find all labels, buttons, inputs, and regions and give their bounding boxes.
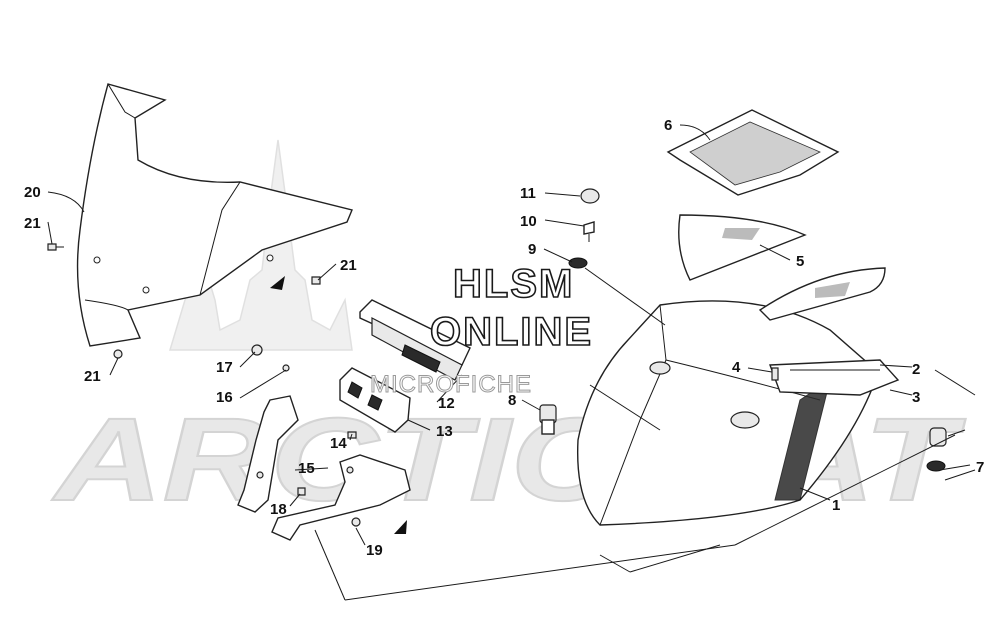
direction-arrow-icon bbox=[394, 520, 407, 534]
callout-4: 4 bbox=[732, 359, 741, 376]
callout-7: 7 bbox=[976, 459, 984, 476]
side-trim-part bbox=[769, 359, 900, 396]
callout-13: 13 bbox=[436, 423, 453, 440]
bracket-box-part bbox=[339, 367, 411, 433]
callout-9: 9 bbox=[528, 241, 536, 258]
callout-11: 11 bbox=[520, 185, 536, 202]
callout-1: 1 bbox=[832, 497, 840, 514]
callout-14: 14 bbox=[330, 435, 347, 452]
mounting-bracket-part bbox=[237, 395, 411, 541]
callout-21-bottom: 21 bbox=[84, 368, 101, 385]
screw-part-4 bbox=[771, 367, 779, 381]
watermark-line1: HLSM bbox=[453, 262, 574, 306]
storage-net-part bbox=[666, 109, 840, 196]
vent-panel-part bbox=[678, 214, 886, 321]
hood-part bbox=[576, 300, 879, 526]
direction-arrow-icon bbox=[270, 276, 285, 290]
callout-12: 12 bbox=[438, 395, 455, 412]
gauge-housing-part bbox=[359, 299, 471, 381]
watermark: HLSM ONLINE MICROFICHE bbox=[370, 261, 593, 398]
watermark-line2: ONLINE bbox=[430, 310, 593, 354]
callout-8: 8 bbox=[508, 392, 516, 409]
callout-5: 5 bbox=[796, 253, 804, 270]
skyline-icon bbox=[168, 139, 353, 351]
callout-21-right: 21 bbox=[340, 257, 357, 274]
callout-10: 10 bbox=[520, 213, 537, 230]
key-parts bbox=[568, 188, 600, 269]
callout-6: 6 bbox=[664, 117, 672, 134]
callout-20: 20 bbox=[24, 184, 41, 201]
leader-lines bbox=[47, 124, 976, 601]
callout-19: 19 bbox=[366, 542, 383, 559]
callout-21-left: 21 bbox=[24, 215, 41, 232]
callout-2: 2 bbox=[912, 361, 920, 378]
switch-part bbox=[539, 404, 557, 435]
callout-16: 16 bbox=[216, 389, 233, 406]
callout-15: 15 bbox=[298, 460, 315, 477]
callout-17: 17 bbox=[216, 359, 233, 376]
windshield-part bbox=[76, 83, 353, 347]
watermark-line3: MICROFICHE bbox=[370, 371, 532, 398]
callout-labels: 1 2 3 4 5 6 7 8 9 10 11 12 13 14 15 16 1… bbox=[24, 117, 984, 559]
callout-3: 3 bbox=[912, 389, 920, 406]
callout-18: 18 bbox=[270, 501, 287, 518]
